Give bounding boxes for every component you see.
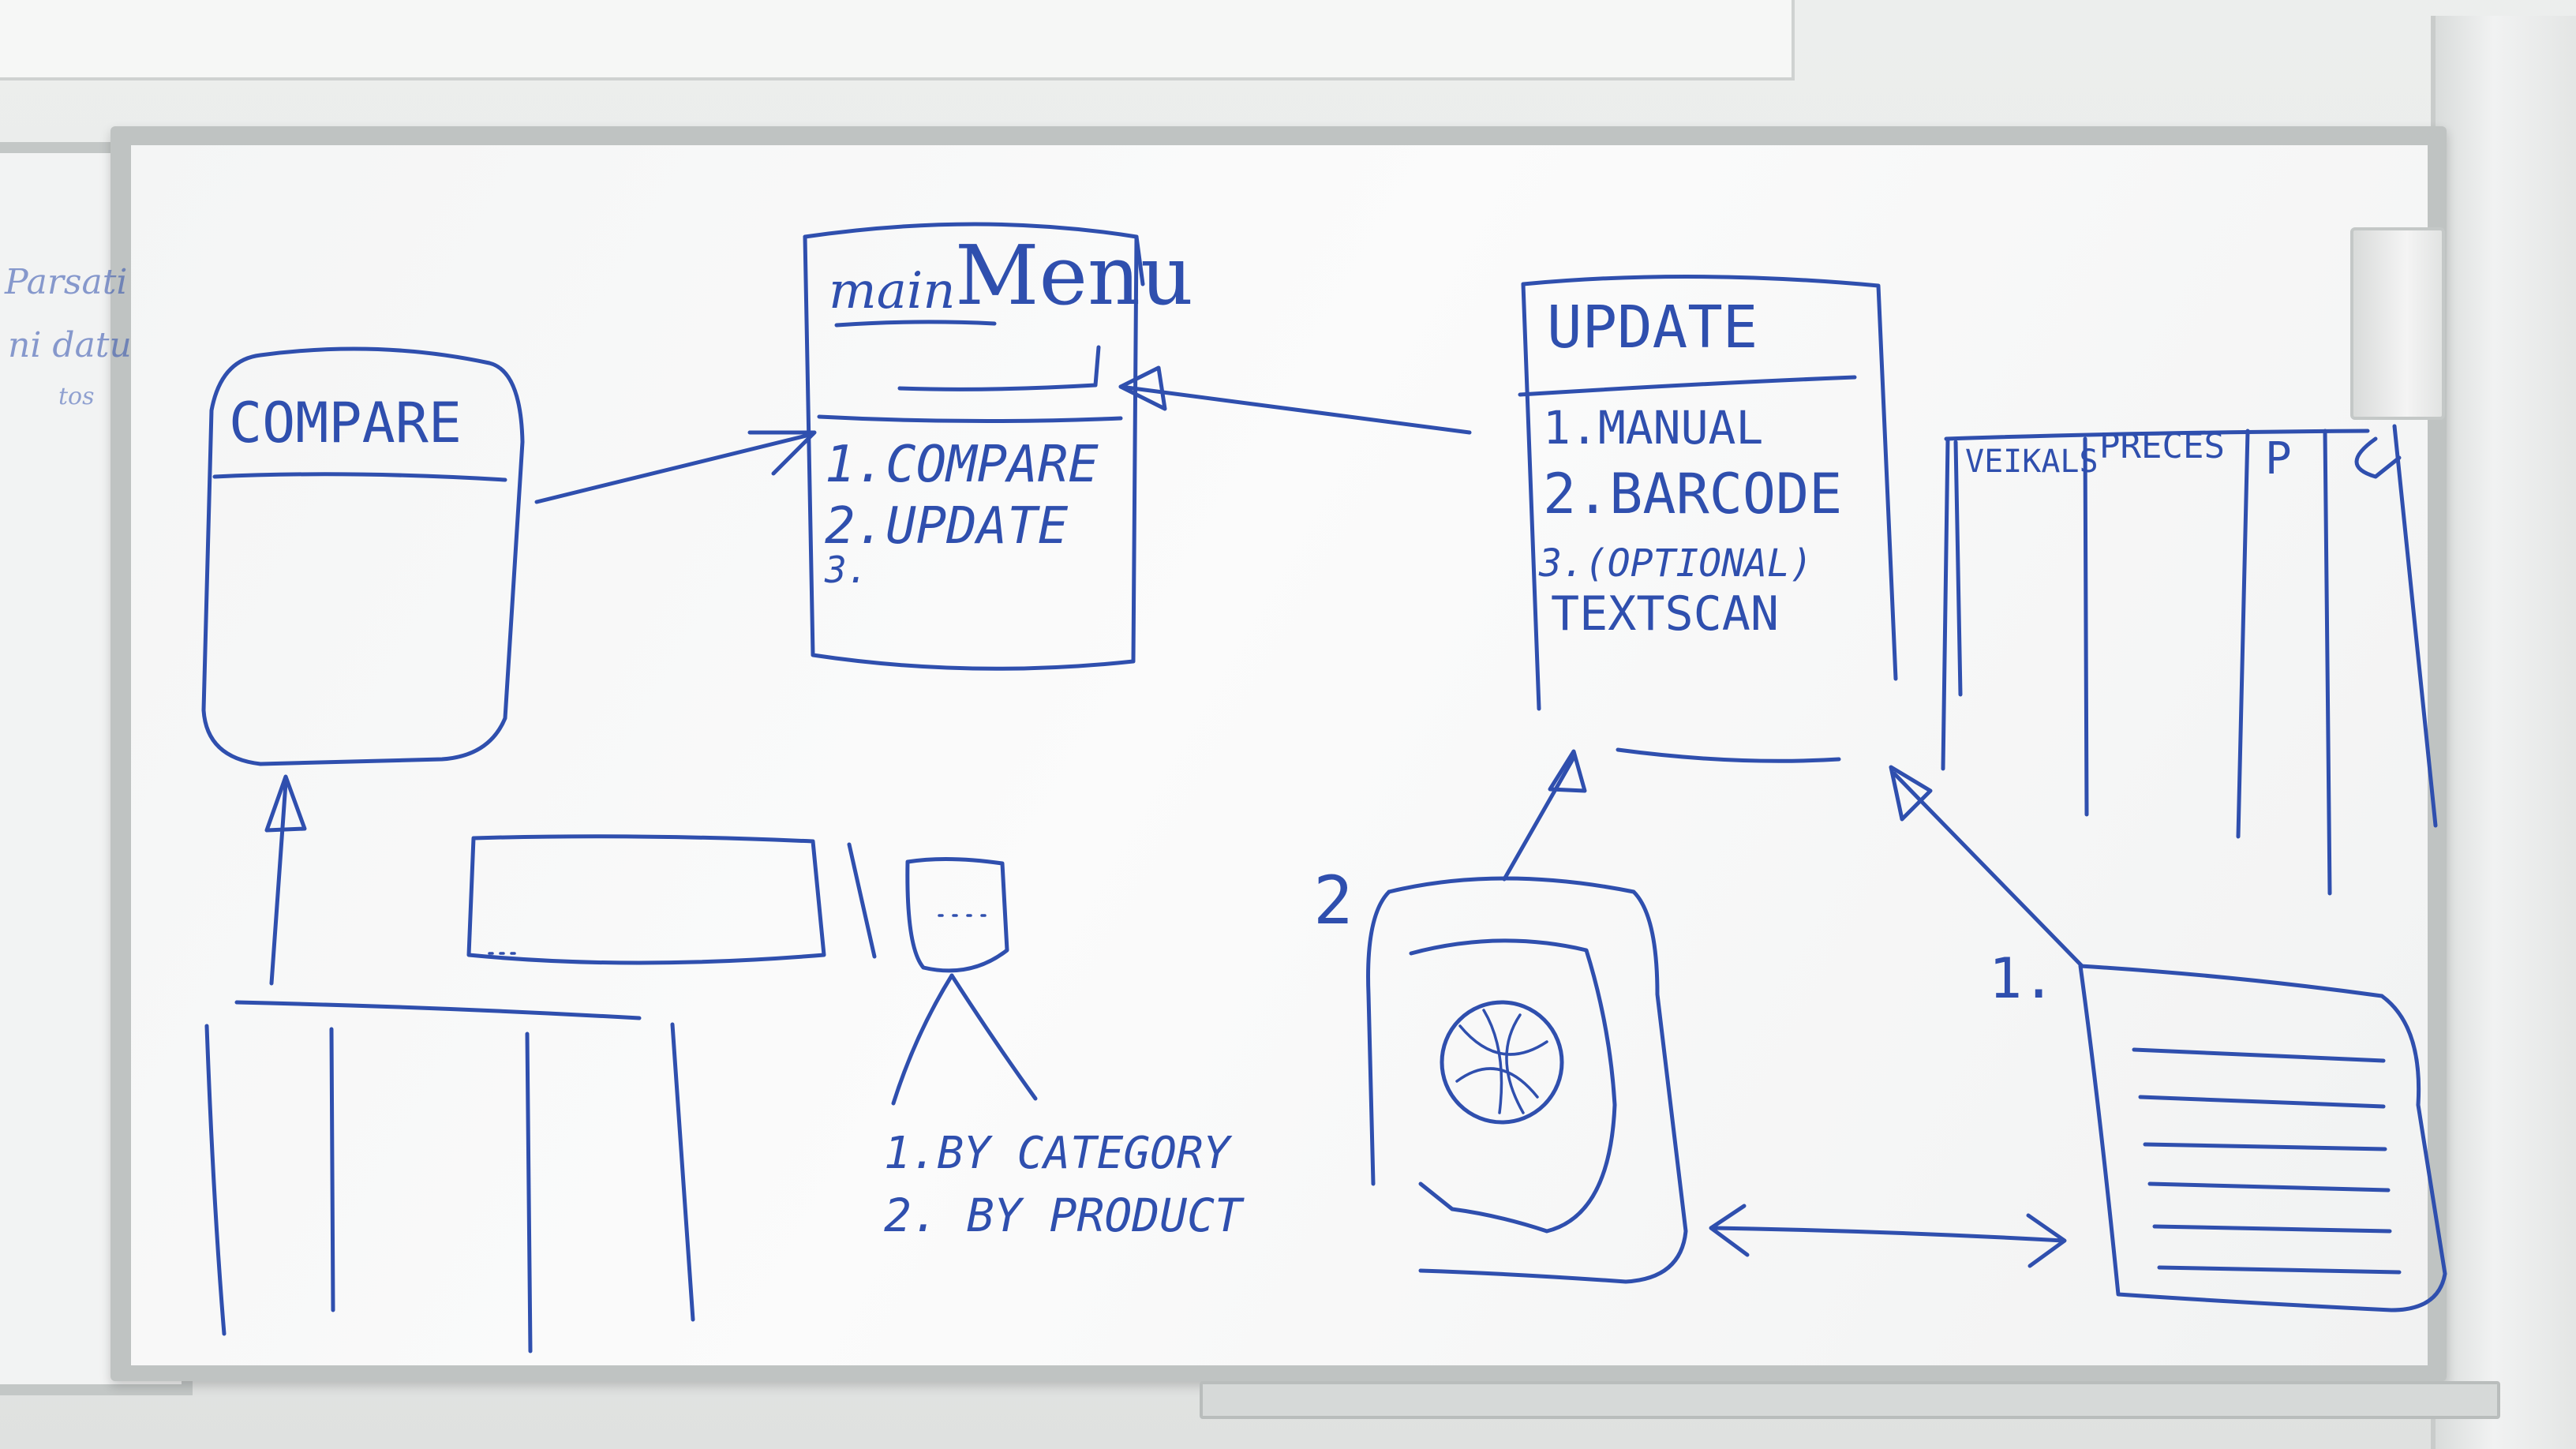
main-menu-item-update: 2.UPDATE: [825, 497, 1069, 556]
main-menu-title: Menu: [955, 227, 1193, 324]
whiteboard-surface: [131, 145, 2428, 1365]
list-device-sketch: 1.: [1889, 765, 2447, 1312]
side-board-line-3: tos: [58, 383, 95, 410]
marker-tray: [1200, 1381, 2500, 1419]
paper-sheet: [0, 0, 1795, 80]
update-box: UPDATE 1.MANUAL 2.BARCODE 3.(OPTIONAL) T…: [1518, 274, 1898, 763]
category-option-1: 1.BY CATEGORY: [884, 1128, 1233, 1179]
list-label: 1.: [1989, 946, 2055, 1011]
main-menu-title-prefix: main: [829, 262, 956, 320]
update-item-manual: 1.MANUAL: [1543, 401, 1763, 455]
update-item-barcode: 2.BARCODE: [1543, 462, 1842, 526]
side-board-writing: Parsati ni datu tos: [4, 262, 132, 410]
side-board-line-2: ni datu: [8, 325, 132, 365]
main-menu-item-compare: 1.COMPARE: [825, 436, 1099, 494]
update-to-menu-arrow: [1118, 365, 1472, 435]
bottom-left-table: [204, 1000, 695, 1354]
update-item-optional: 3.(OPTIONAL): [1538, 541, 1813, 586]
update-title: UPDATE: [1547, 294, 1758, 361]
right-table-header-1: VEIKALS: [1965, 444, 2099, 480]
main-menu-item-3: 3.: [824, 549, 868, 591]
scanner-device-sketch: 2: [1313, 749, 1688, 1284]
right-table-header-3: P: [2265, 433, 2292, 485]
category-option-2: 2. BY PRODUCT: [884, 1189, 1245, 1242]
right-table-header-2: PRECES: [2099, 426, 2225, 466]
main-menu-box: main Menu 1.COMPARE 2.UPDATE 3.: [803, 222, 1193, 671]
update-item-textscan: TEXTSCAN: [1551, 586, 1779, 642]
right-table-sketch: VEIKALS PRECES P: [1941, 424, 2438, 896]
product-card-sketch: [466, 834, 877, 965]
compare-title: COMPARE: [229, 391, 462, 455]
device-sync-arrow: [1709, 1204, 2067, 1268]
category-selector-sketch: 1.BY CATEGORY 2. BY PRODUCT: [884, 856, 1245, 1242]
scanner-label: 2: [1313, 862, 1354, 939]
compare-box: COMPARE: [201, 346, 525, 766]
list-to-compare-arrow: [264, 774, 307, 986]
wall-sensor: [2350, 227, 2445, 420]
compare-to-menu-arrow: [534, 430, 817, 504]
side-board-line-1: Parsati: [4, 262, 127, 302]
